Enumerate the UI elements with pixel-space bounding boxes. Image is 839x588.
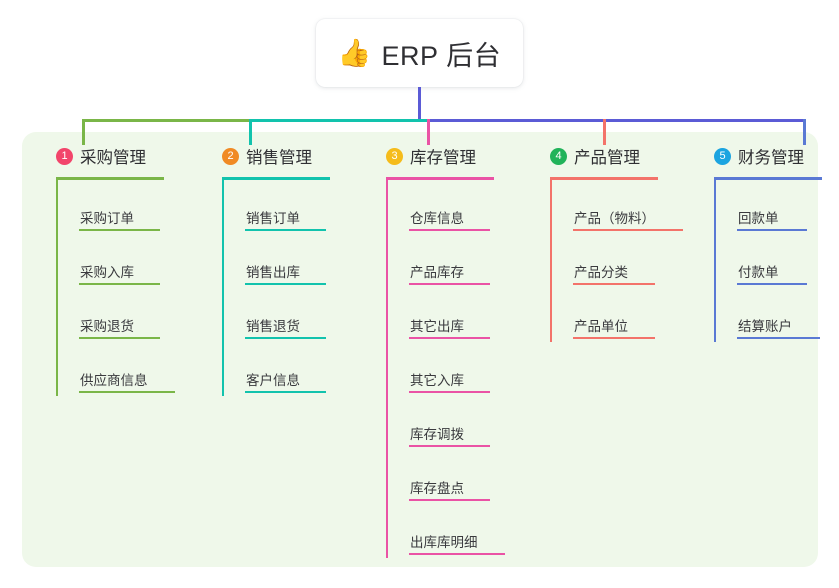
branch-header-rule	[714, 177, 822, 180]
leaf-rule	[573, 337, 655, 339]
connector-drop	[82, 119, 85, 145]
leaf-label: 库存调拨	[410, 427, 464, 442]
branch-title: 采购管理	[80, 149, 146, 167]
leaf-label: 产品（物料）	[574, 211, 655, 226]
branch-title: 财务管理	[738, 149, 804, 167]
connector-bar-segment	[428, 119, 805, 122]
branch-column-3: 3 库存管理仓库信息产品库存其它出库其它入库库存调拨库存盘点出库库明细	[368, 145, 505, 558]
connector-bar-segment	[250, 119, 428, 122]
leaf-spine	[56, 180, 58, 396]
leaf-rule	[409, 499, 490, 501]
leaf-label: 供应商信息	[80, 373, 148, 388]
leaf-rule	[79, 283, 160, 285]
leaf-rule	[409, 553, 505, 555]
leaf-label: 客户信息	[246, 373, 300, 388]
leaf-spine	[222, 180, 224, 396]
thumbs-up-icon: 👍	[337, 37, 372, 69]
branch-title: 产品管理	[574, 149, 640, 167]
leaf-rule	[737, 337, 820, 339]
branch-column-4: 4 产品管理产品（物料） 产品分类产品单位	[532, 145, 683, 342]
connector-bar-segment	[82, 119, 250, 122]
branch-header-1[interactable]: 1 采购管理	[38, 145, 146, 167]
leaf-label: 其它入库	[410, 373, 464, 388]
branch-header-rule	[550, 177, 658, 180]
leaf-rule	[409, 337, 490, 339]
branch-header-4[interactable]: 4 产品管理	[532, 145, 640, 167]
leaf-rule	[409, 229, 490, 231]
leaf-rule	[79, 229, 160, 231]
leaf-label: 产品分类	[574, 265, 628, 280]
branch-badge-icon: 1	[56, 147, 73, 165]
leaf-label: 采购订单	[80, 211, 134, 226]
leaf-label: 销售出库	[246, 265, 300, 280]
leaf-rule	[245, 283, 326, 285]
branch-column-5: 5 财务管理回款单付款单结算账户	[696, 145, 822, 342]
branch-title: 销售管理	[246, 149, 312, 167]
connector-trunk	[418, 87, 421, 122]
branch-header-rule	[56, 177, 164, 180]
branch-badge-icon: 4	[550, 147, 567, 165]
connector-drop	[249, 119, 252, 145]
leaf-rule	[409, 391, 490, 393]
branch-header-3[interactable]: 3 库存管理	[368, 145, 476, 167]
branch-title: 库存管理	[410, 149, 476, 167]
branch-badge-icon: 2	[222, 147, 239, 165]
leaf-spine	[386, 180, 388, 558]
leaf-rule	[245, 391, 326, 393]
leaf-label: 采购入库	[80, 265, 134, 280]
leaf-rule	[245, 337, 326, 339]
leaf-rule	[245, 229, 326, 231]
connector-drop	[427, 119, 430, 145]
leaf-spine	[714, 180, 716, 342]
branch-column-1: 1 采购管理采购订单采购入库采购退货供应商信息	[38, 145, 175, 396]
leaf-rule	[573, 229, 683, 231]
leaf-rule	[573, 283, 655, 285]
branch-column-2: 2 销售管理销售订单销售出库销售退货客户信息	[204, 145, 330, 396]
leaf-label: 回款单	[738, 211, 779, 226]
leaf-label: 销售退货	[246, 319, 300, 334]
leaf-rule	[79, 337, 160, 339]
leaf-label: 产品库存	[410, 265, 464, 280]
leaf-rule	[409, 283, 490, 285]
leaf-label: 库存盘点	[410, 481, 464, 496]
branch-header-rule	[386, 177, 494, 180]
leaf-label: 销售订单	[246, 211, 300, 226]
branch-header-2[interactable]: 2 销售管理	[204, 145, 312, 167]
leaf-rule	[737, 229, 807, 231]
connector-drop	[603, 119, 606, 145]
leaf-label: 其它出库	[410, 319, 464, 334]
leaf-rule	[409, 445, 490, 447]
leaf-rule	[737, 283, 807, 285]
leaf-label: 采购退货	[80, 319, 134, 334]
branch-badge-icon: 5	[714, 147, 731, 165]
diagram-panel	[22, 132, 818, 567]
leaf-label: 仓库信息	[410, 211, 464, 226]
leaf-spine	[550, 180, 552, 342]
leaf-label: 结算账户	[738, 319, 792, 334]
leaf-label: 付款单	[738, 265, 779, 280]
leaf-rule	[79, 391, 175, 393]
branch-header-5[interactable]: 5 财务管理	[696, 145, 804, 167]
root-node[interactable]: 👍 ERP 后台	[316, 19, 523, 87]
connector-drop	[803, 119, 806, 145]
branch-badge-icon: 3	[386, 147, 403, 165]
leaf-label: 出库库明细	[410, 535, 478, 550]
branch-header-rule	[222, 177, 330, 180]
root-title: ERP 后台	[381, 40, 502, 71]
leaf-label: 产品单位	[574, 319, 628, 334]
